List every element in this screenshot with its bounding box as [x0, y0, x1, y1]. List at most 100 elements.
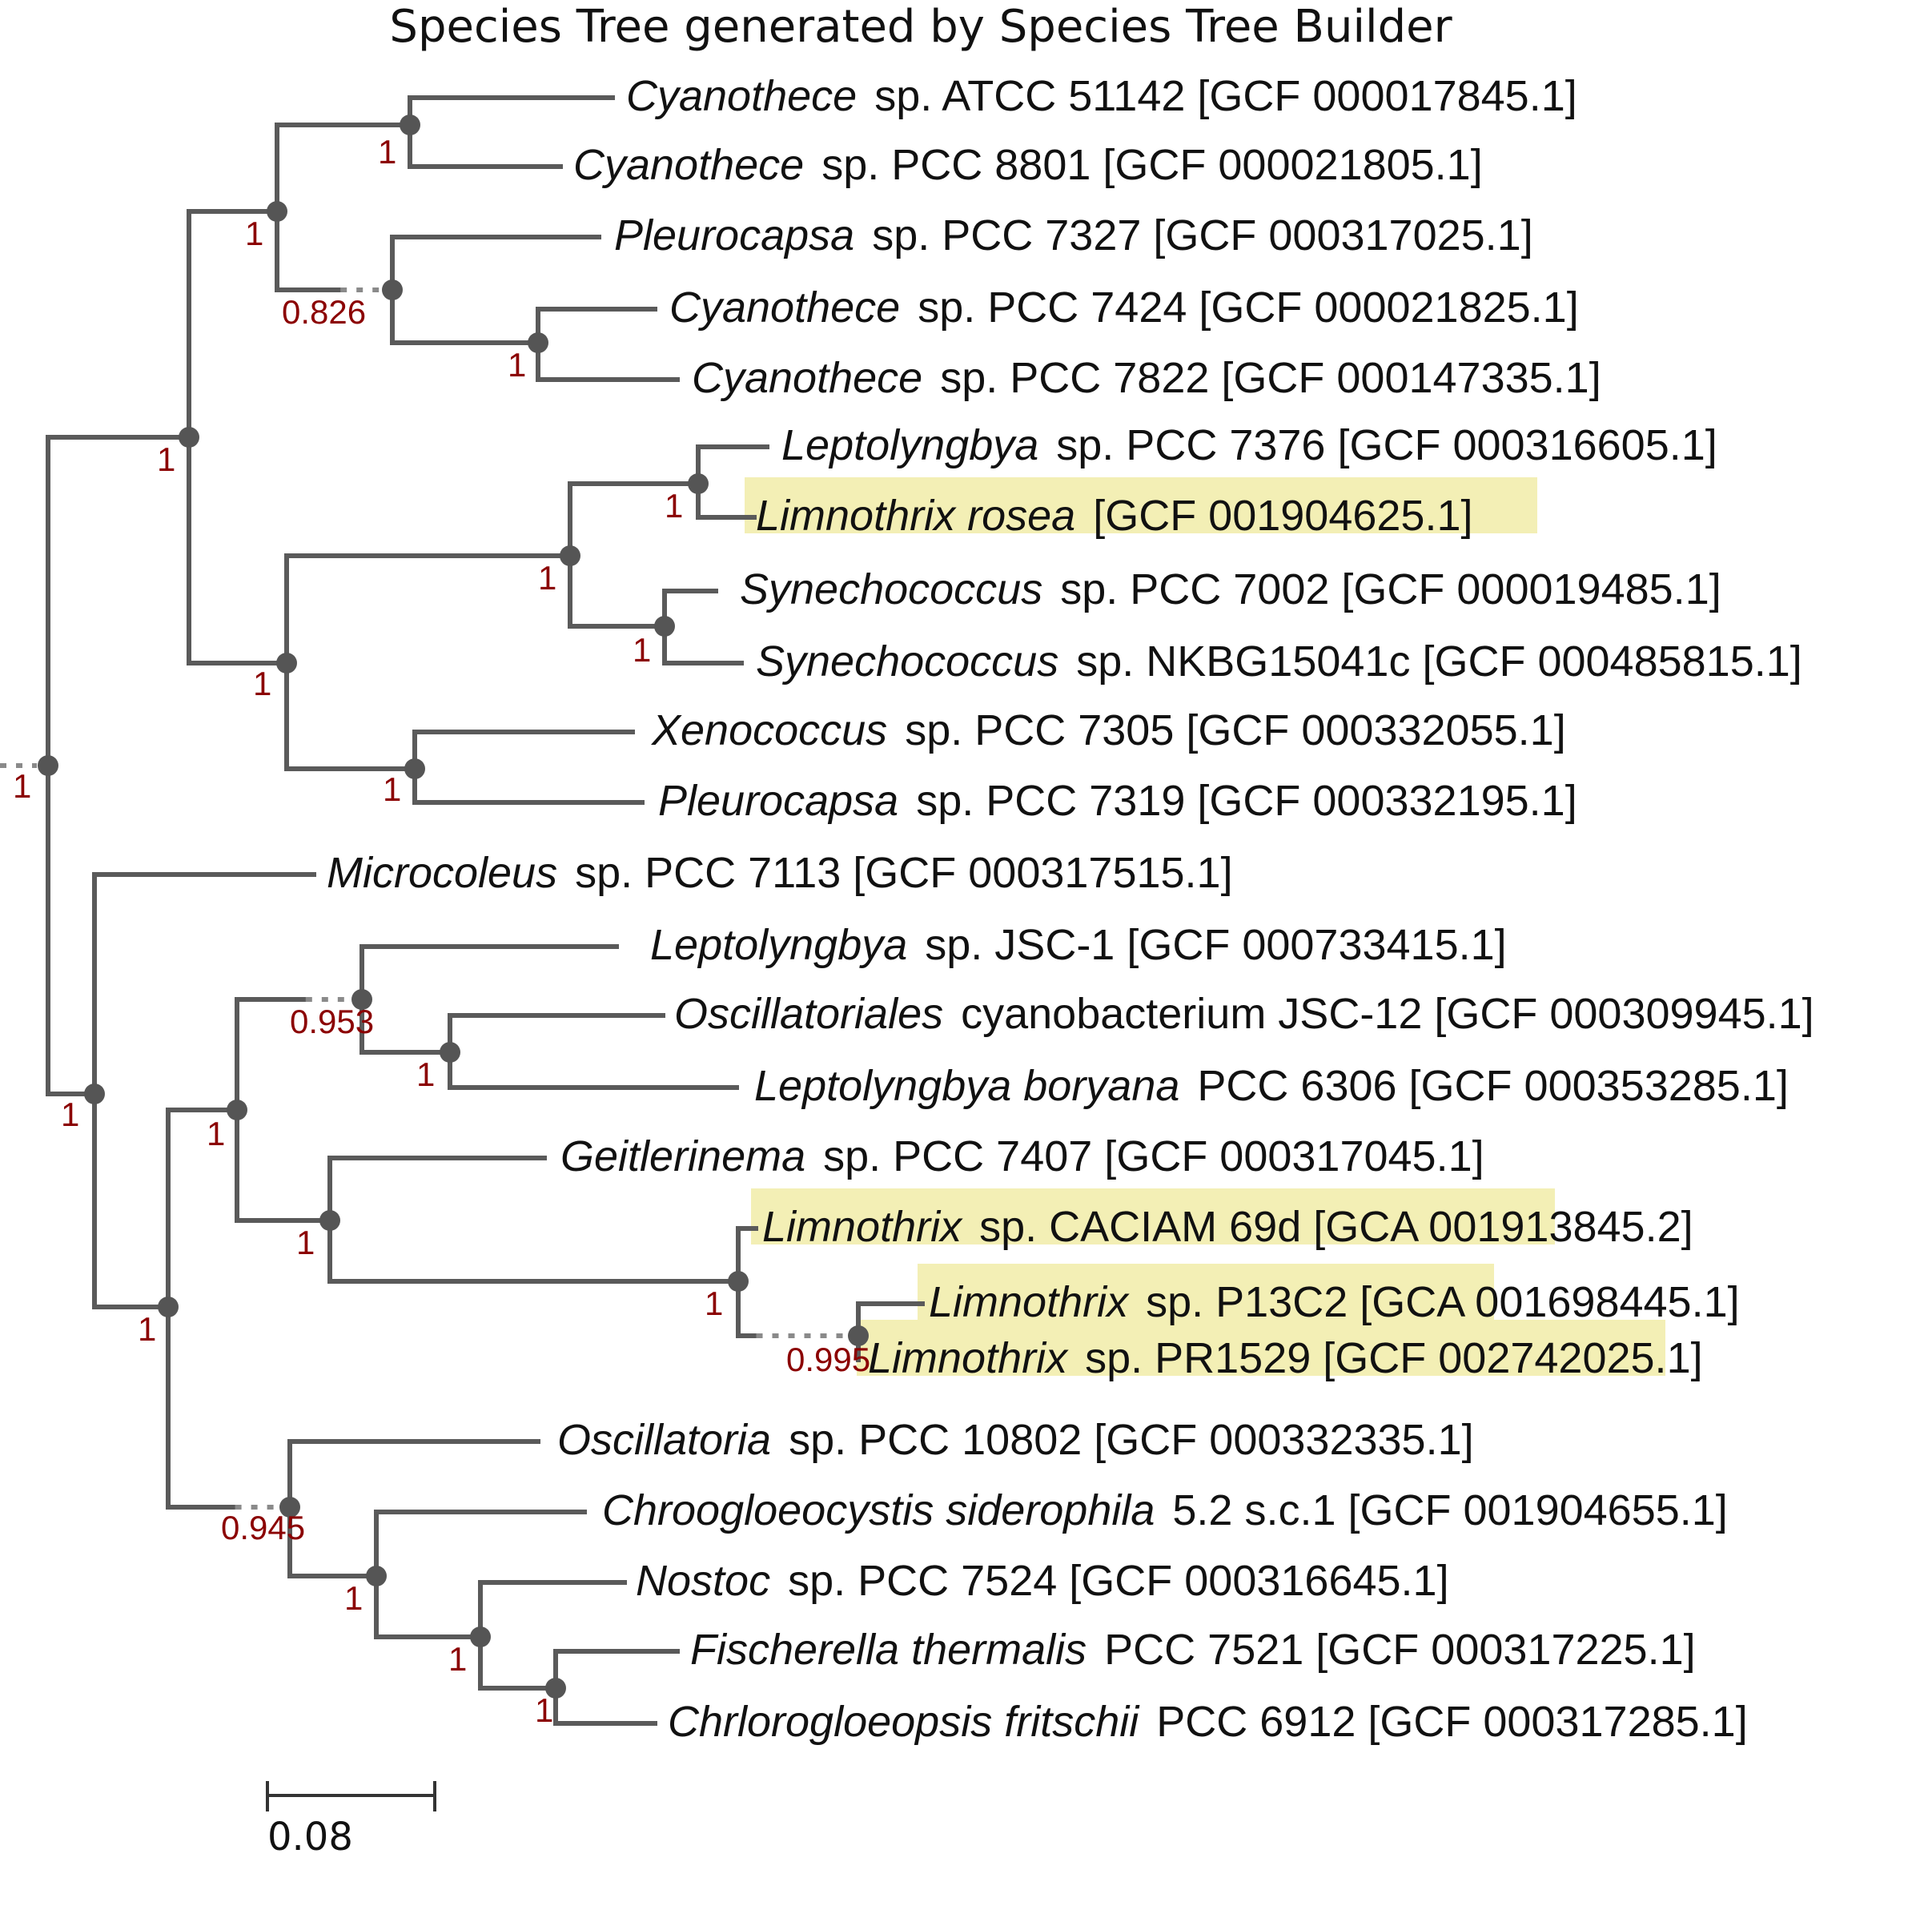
leaf-label: Cyanothece sp. PCC 7424 [GCF 000021825.1] [669, 283, 1579, 332]
leaf-label: Oscillatoriales cyanobacterium JSC-12 [GC… [674, 990, 1814, 1038]
leaf-detail: PCC 6306 [GCF 000353285.1] [1197, 1062, 1788, 1110]
leaf-genus: Pleurocapsa [614, 211, 854, 259]
tree-node [267, 201, 287, 222]
tree-nodes [38, 115, 869, 1699]
support-value: 1 [416, 1055, 435, 1093]
leaf-genus: Leptolyngbya [650, 921, 907, 969]
leaf-detail: [GCF 001904625.1] [1093, 492, 1472, 540]
leaf-genus: Fischerella thermalis [690, 1626, 1086, 1674]
leaf-detail: sp. PCC 7524 [GCF 000316645.1] [788, 1557, 1449, 1605]
leaf-detail: sp. PCC 8801 [GCF 000021805.1] [821, 141, 1483, 189]
tree-node [38, 755, 58, 776]
support-value: 1 [665, 487, 683, 525]
leaf-detail: sp. PCC 7305 [GCF 000332055.1] [905, 706, 1566, 754]
leaf-genus: Xenococcus [650, 706, 887, 754]
leaf-genus: Chroogloeocystis siderophila [602, 1486, 1155, 1534]
leaf-detail: sp. PCC 7822 [GCF 000147335.1] [940, 354, 1601, 402]
leaf-genus: Leptolyngbya boryana [754, 1062, 1179, 1110]
leaf-genus: Limnothrix [868, 1334, 1069, 1382]
leaf-detail: sp. P13C2 [GCA 001698445.1] [1146, 1278, 1740, 1326]
leaf-detail: cyanobacterium JSC-12 [GCF 000309945.1] [961, 990, 1814, 1038]
support-value: 1 [245, 215, 263, 252]
leaf-label: Leptolyngbya sp. JSC-1 [GCF 000733415.1] [650, 921, 1507, 969]
support-value: 0.995 [786, 1341, 870, 1378]
support-value: 1 [535, 1691, 553, 1729]
leaf-label: Limnothrix sp. CACIAM 69d [GCA 001913845.… [762, 1203, 1693, 1251]
tree-node [366, 1566, 387, 1586]
leaf-detail: sp. CACIAM 69d [GCA 001913845.2] [979, 1203, 1693, 1251]
highlight-box [918, 1264, 1494, 1320]
highlight-box [745, 477, 1537, 533]
leaf-detail: sp. PCC 7319 [GCF 000332195.1] [916, 777, 1577, 825]
leaf-genus: Limnothrix [929, 1278, 1130, 1326]
tree-node [404, 758, 425, 779]
tree-node [319, 1210, 340, 1231]
support-value: 1 [508, 346, 526, 384]
support-value: 1 [705, 1285, 723, 1322]
tree-node [560, 545, 580, 566]
leaf-genus: Oscillatoriales [674, 990, 943, 1038]
leaf-genus: Cyanothece [626, 72, 857, 120]
tree-node [351, 989, 372, 1010]
leaf-detail: PCC 7521 [GCF 000317225.1] [1104, 1626, 1695, 1674]
leaf-detail: sp. JSC-1 [GCF 000733415.1] [925, 921, 1506, 969]
leaf-detail: sp. PCC 7424 [GCF 000021825.1] [918, 283, 1579, 332]
leaf-genus: Cyanothece [692, 354, 922, 402]
tree-node [440, 1042, 460, 1063]
tree-node [470, 1626, 491, 1647]
support-value: 1 [378, 133, 396, 171]
leaf-genus: Oscillatoria [557, 1416, 771, 1464]
support-value: 1 [253, 665, 271, 702]
tree-node [382, 279, 403, 300]
tree-node [227, 1100, 247, 1120]
support-value: 1 [13, 767, 31, 805]
leaf-label: Chroogloeocystis siderophila 5.2 s.c.1 [G… [602, 1486, 1728, 1534]
support-value: 1 [61, 1096, 79, 1133]
tree-node [688, 473, 709, 494]
highlight-box [751, 1188, 1555, 1244]
support-value: 1 [448, 1640, 467, 1678]
leaf-label: Synechococcus sp. NKBG15041c [GCF 0004858… [756, 637, 1802, 686]
tree-node [728, 1271, 749, 1292]
leaf-detail: sp. PCC 7327 [GCF 000317025.1] [872, 211, 1533, 259]
leaf-genus: Limnothrix rosea [756, 492, 1075, 540]
support-value: 1 [157, 440, 175, 478]
leaf-genus: Cyanothece [573, 141, 804, 189]
scale-bar-label: 0.08 [267, 1815, 353, 1860]
leaf-genus: Synechococcus [756, 637, 1058, 686]
leaf-genus: Limnothrix [762, 1203, 963, 1251]
leaf-label: Fischerella thermalis PCC 7521 [GCF 00031… [690, 1626, 1696, 1674]
highlight-box [857, 1320, 1665, 1376]
support-value: 0.953 [290, 1003, 374, 1040]
support-value: 1 [383, 770, 401, 808]
tree-node [528, 332, 548, 353]
leaf-genus: Nostoc [636, 1557, 770, 1605]
support-value: 0.826 [282, 293, 366, 331]
support-value: 1 [207, 1115, 225, 1152]
highlight-boxes [745, 477, 1665, 1376]
leaf-detail: 5.2 s.c.1 [GCF 001904655.1] [1172, 1486, 1727, 1534]
leaf-detail: sp. NKBG15041c [GCF 000485815.1] [1076, 637, 1802, 686]
leaf-genus: Pleurocapsa [658, 777, 898, 825]
support-value: 1 [344, 1579, 363, 1617]
leaf-genus: Leptolyngbya [781, 421, 1038, 469]
leaf-genus: Synechococcus [740, 565, 1042, 613]
support-value: 1 [538, 559, 556, 597]
leaf-label: Cyanothece sp. PCC 8801 [GCF 000021805.1] [573, 141, 1483, 189]
leaf-genus: Geitlerinema [560, 1132, 805, 1180]
support-value: 1 [296, 1224, 315, 1261]
tree-node [84, 1084, 105, 1104]
leaf-detail: sp. PCC 10802 [GCF 000332335.1] [789, 1416, 1474, 1464]
leaf-label: Nostoc sp. PCC 7524 [GCF 000316645.1] [636, 1557, 1449, 1605]
support-value: 1 [138, 1310, 156, 1348]
tree-node [545, 1678, 566, 1699]
tree-node [654, 616, 675, 637]
leaf-genus: Cyanothece [669, 283, 900, 332]
